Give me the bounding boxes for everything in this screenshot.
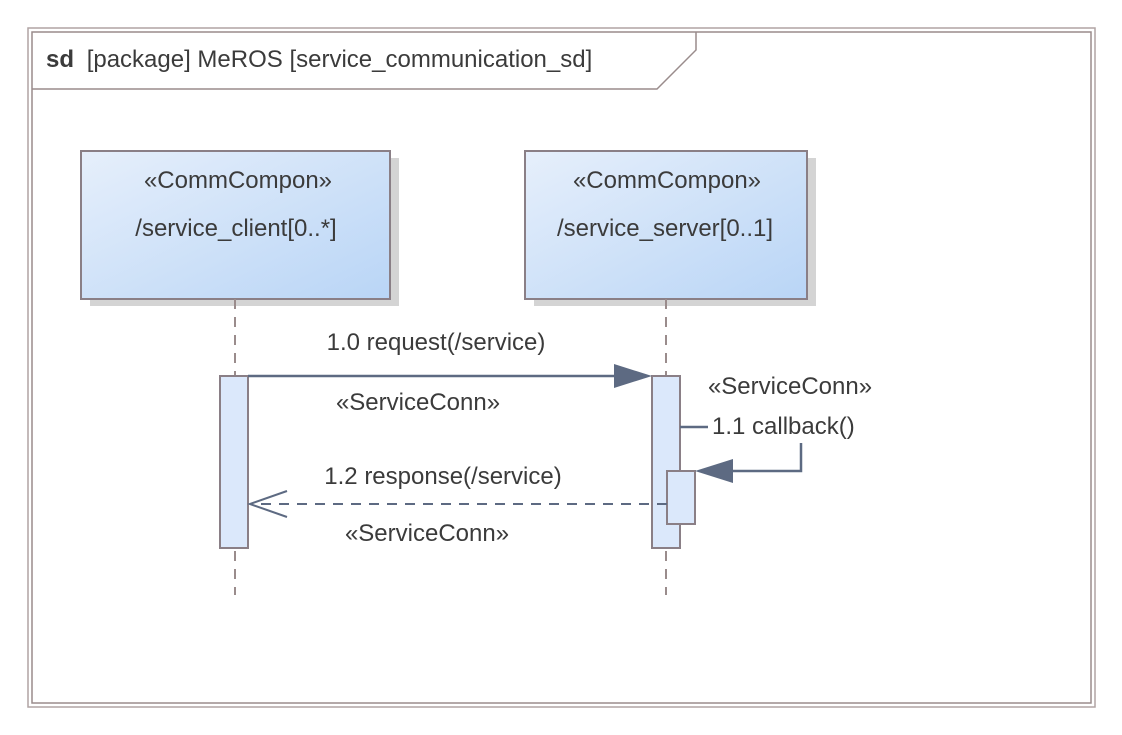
message-request: 1.0 request(/service) «ServiceConn» [248,329,652,416]
lifeline-server-name: /service_server[0..1] [557,215,773,242]
callback-arrowhead [695,459,733,483]
diagram-frame [27,27,1096,708]
response-label: 1.2 response(/service) [324,463,561,490]
request-stereotype: «ServiceConn» [336,389,500,416]
lifeline-server-stereotype: «CommCompon» [573,167,761,194]
activation-server-callback [666,470,696,525]
callback-label: 1.1 callback() [712,413,855,440]
activation-client [219,375,249,549]
response-arrowhead [246,490,288,518]
lifeline-service-server: «CommCompon» /service_server[0..1] [524,150,816,595]
lifeline-service-client: «CommCompon» /service_client[0..*] [80,150,399,595]
lifeline-client-name: /service_client[0..*] [135,215,336,242]
frame-keyword: sd [46,46,74,73]
callback-stereotype: «ServiceConn» [708,373,872,400]
response-stereotype: «ServiceConn» [345,520,509,547]
frame-title: sd [package] MeROS [service_communicatio… [46,46,592,73]
request-arrowhead [614,364,652,388]
frame-title-text: [package] MeROS [service_communication_s… [87,46,593,73]
message-response: 1.2 response(/service) «ServiceConn» [246,463,667,547]
lifeline-client-stereotype: «CommCompon» [144,167,332,194]
message-callback: «ServiceConn» 1.1 callback() [680,373,872,483]
request-label: 1.0 request(/service) [327,329,546,356]
